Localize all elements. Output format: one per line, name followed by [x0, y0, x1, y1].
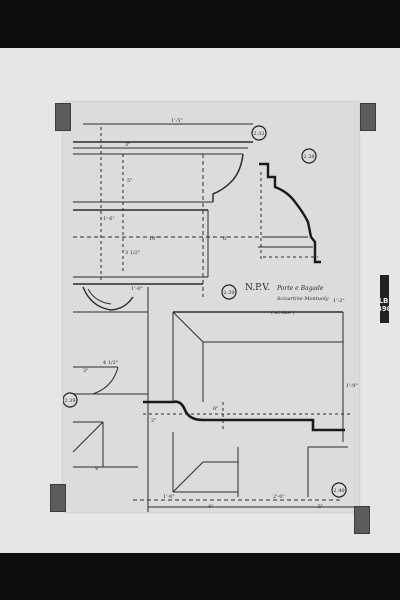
architectural-drawing: 2.32 2.38 2.39 2.39 2.40 N.P.V. Porte e … — [63, 118, 358, 512]
marker-top-right: 2.38 — [303, 154, 314, 160]
dim-d4: 1'-6" — [103, 216, 115, 222]
drawing-subtitle: Porte e Bagade — [276, 285, 324, 292]
archive-label-bar — [380, 275, 389, 323]
dim-d15: 4" — [95, 466, 100, 472]
dim-d1: 1'-5" — [171, 118, 183, 124]
drawing-subtitle-2: Scivartine Montuoly — [277, 296, 329, 302]
dim-d6: 10" — [149, 236, 158, 242]
dim-d14: 6" — [213, 406, 218, 412]
drawing-title: N.P.V. — [245, 283, 270, 293]
dim-d7: 6" — [223, 236, 228, 242]
dim-d11: 3" — [83, 368, 88, 374]
archive-label-bottom: 490 — [377, 305, 392, 313]
dim-d9: 1'-2" — [333, 298, 345, 304]
dim-d18: 4" — [208, 504, 213, 510]
tape-top-right — [360, 103, 376, 131]
dim-d19: 5" — [318, 504, 323, 510]
dim-d8: 1'-0" — [131, 286, 143, 292]
marker-mid: 2.39 — [223, 290, 234, 296]
marker-bottom-right: 2.40 — [333, 488, 344, 494]
dim-d16: 1'-0" — [163, 494, 175, 500]
tape-bottom-right — [354, 506, 370, 534]
scale-note: ( at size ) — [271, 309, 294, 316]
marker-top-left: 2.32 — [253, 131, 264, 137]
archive-label: LB 490 — [377, 297, 392, 313]
dim-d12: 1'-9" — [346, 383, 358, 389]
dim-d13: 2" — [151, 418, 156, 424]
tape-top-left — [55, 103, 71, 131]
drawing-sheet: 2.32 2.38 2.39 2.39 2.40 N.P.V. Porte e … — [63, 102, 359, 512]
dim-d17: 2'-0" — [273, 494, 285, 500]
tape-bottom-left — [50, 484, 66, 512]
dim-d2: 3" — [125, 142, 130, 148]
dim-d10: 4 1/2" — [103, 360, 118, 366]
archive-label-top: LB — [378, 297, 389, 305]
dim-d3: 5" — [127, 178, 132, 184]
marker-left: 2.39 — [64, 398, 75, 404]
dim-d5: 3 1/2" — [125, 250, 140, 256]
